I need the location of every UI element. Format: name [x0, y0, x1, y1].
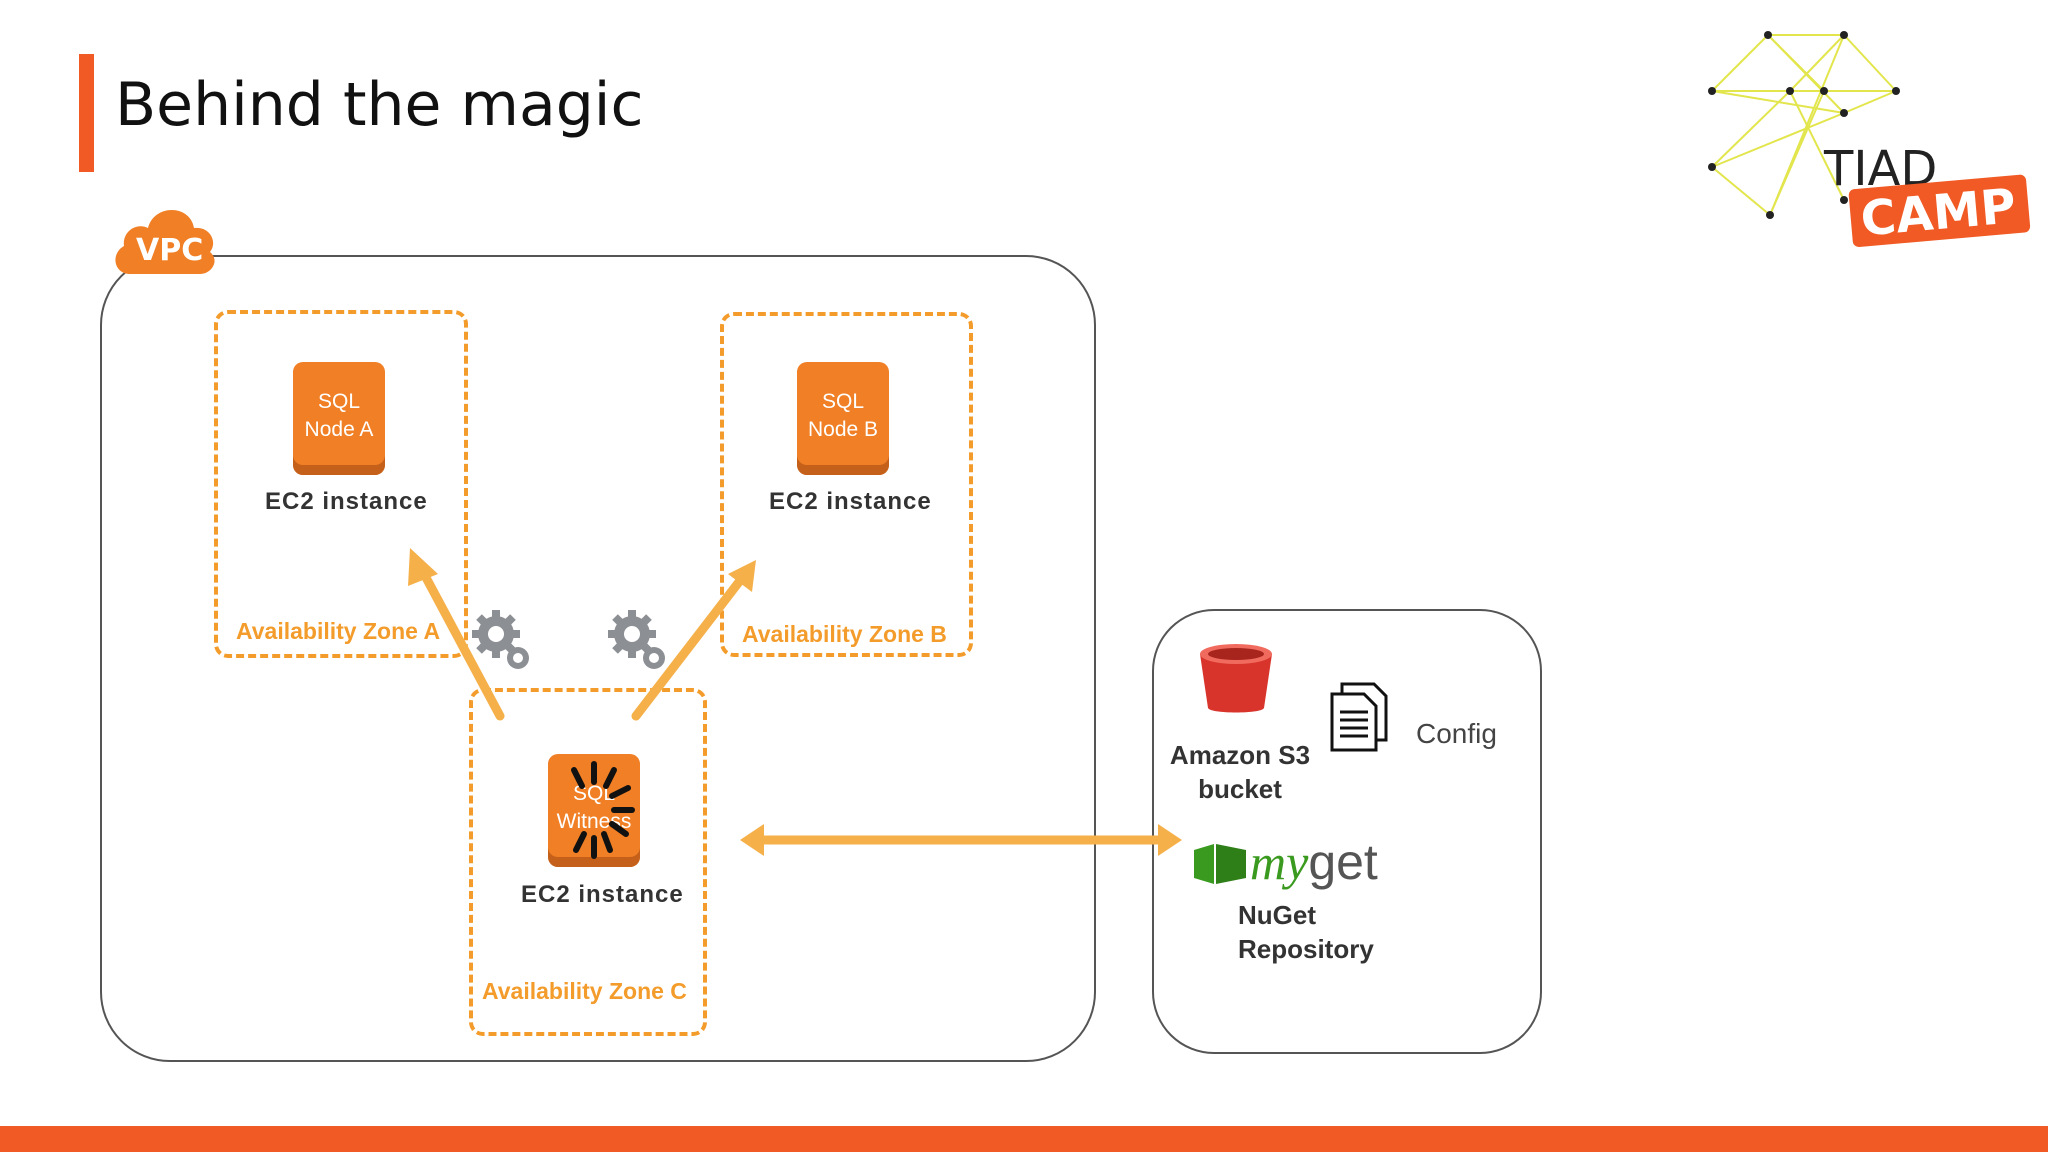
myget-logo-icon [1194, 844, 1246, 884]
availability-zone-a [214, 310, 468, 658]
nuget-label-line1: NuGet [1238, 900, 1316, 930]
nuget-label: NuGet Repository [1238, 898, 1374, 966]
zone-b-label: Availability Zone B [742, 621, 947, 647]
gear-icon [608, 610, 665, 669]
ec2-instance-label-b: EC2 instance [769, 488, 932, 515]
sql-node-a-line1: SQL [317, 390, 361, 413]
logo-camp-text: CAMP [1858, 178, 2018, 247]
config-label: Config [1416, 718, 1497, 749]
sql-node-b-line1: SQL [821, 390, 865, 413]
myget-my-text: my [1250, 834, 1309, 890]
bucket-icon [1200, 644, 1272, 713]
ec2-instance-label-c: EC2 instance [521, 881, 684, 908]
zone-c-label: Availability Zone C [482, 978, 687, 1004]
sql-node-b-line2: Node B [807, 418, 879, 441]
page-title: Behind the magic [115, 70, 644, 140]
nuget-label-line2: Repository [1238, 934, 1374, 964]
s3-label-line1: Amazon S3 [1169, 740, 1311, 770]
myget-wordmark: myget [1250, 832, 1378, 892]
s3-label-line2: bucket [1198, 774, 1282, 804]
vpc-container [100, 255, 1096, 1062]
external-resources-container [1152, 609, 1542, 1054]
sql-node-a-line2: Node A [304, 418, 374, 441]
availability-zone-b [720, 312, 973, 657]
zone-a-label: Availability Zone A [236, 618, 441, 644]
myget-get-text: get [1308, 834, 1378, 890]
availability-zone-c [469, 688, 707, 1036]
ec2-instance-label-a: EC2 instance [265, 488, 428, 515]
document-icon [1330, 682, 1388, 752]
gear-icon [472, 610, 529, 669]
spinner-icon [571, 761, 635, 859]
title-accent-bar [79, 54, 94, 172]
s3-label: Amazon S3 bucket [1160, 738, 1320, 806]
cloud-icon: VPC [115, 210, 215, 274]
tiad-camp-logo: TIAD CAMP [1708, 31, 2031, 248]
sql-node-b: SQL Node B [797, 362, 889, 475]
sql-node-a: SQL Node A [293, 362, 385, 475]
vpc-label: VPC [136, 233, 203, 268]
footer-accent-bar [0, 1126, 2048, 1152]
